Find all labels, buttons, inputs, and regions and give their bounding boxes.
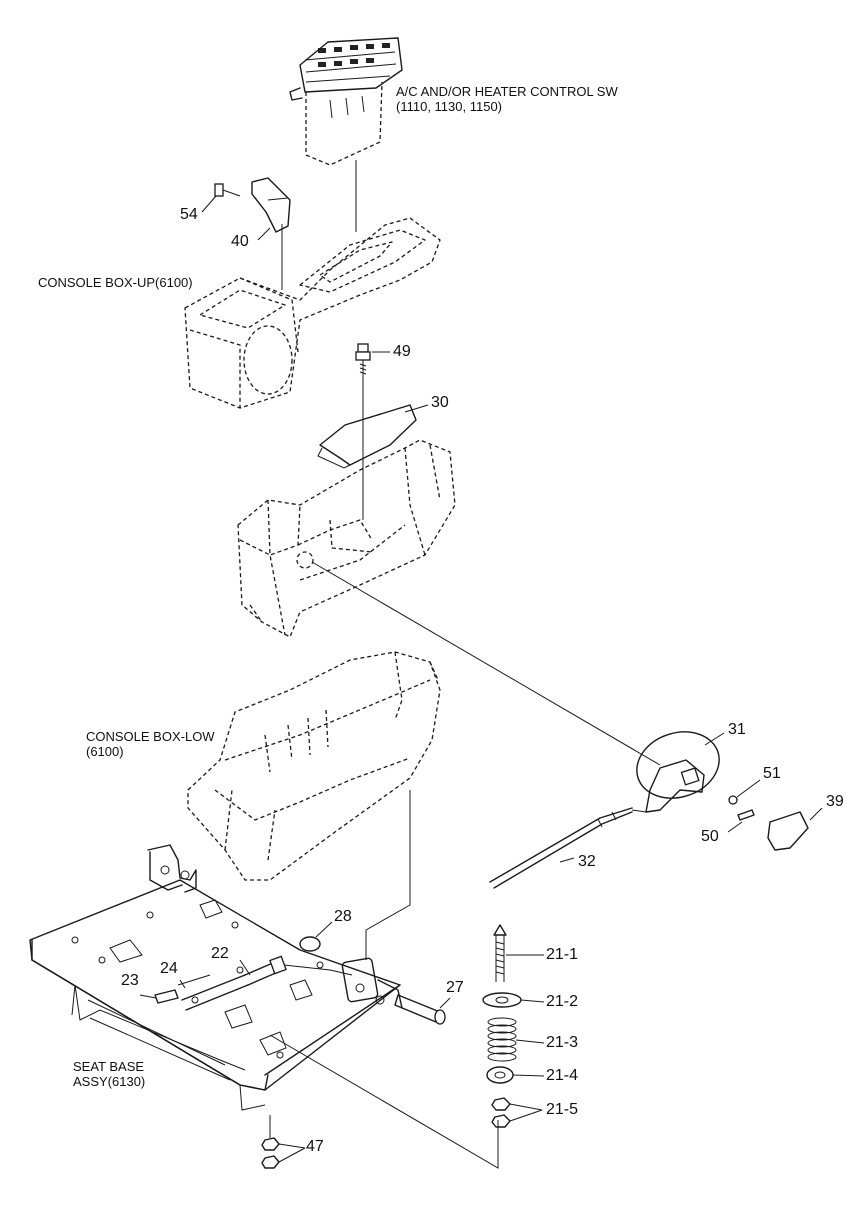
console-box-low-caption-line2: (6100): [86, 743, 124, 759]
console-low-leader: [365, 790, 411, 960]
rod-part-32: [489, 807, 633, 889]
part-number-54: 54: [180, 206, 198, 223]
lever-part-31: [631, 731, 720, 813]
screw-part-50: [737, 809, 755, 821]
lever-assembly-leader: [311, 561, 661, 766]
nuts-part-21-5: [491, 1097, 511, 1128]
part-number-40: 40: [231, 233, 249, 250]
part-number-21-3: 21-3: [546, 1034, 579, 1051]
part-number-30: 30: [431, 394, 449, 411]
seat-base-leader: [269, 1034, 499, 1169]
part-number-27: 27: [446, 979, 464, 996]
part-number-32: 32: [578, 853, 596, 870]
cap-part-39: [767, 811, 809, 851]
cover-part-30: [317, 404, 417, 469]
part-number-21-2: 21-2: [546, 993, 579, 1010]
console-box-low-caption: CONSOLE BOX-LOW(6100): [86, 729, 215, 760]
seat-base-caption-line1: SEAT BASE: [73, 1059, 145, 1074]
part-number-49: 49: [393, 343, 411, 360]
screw-part-49: [355, 343, 371, 520]
part-number-51: 51: [763, 765, 781, 782]
console-knob-part-40: [251, 177, 291, 233]
part-number-47: 47: [306, 1138, 324, 1155]
bolt-part-21-1: [493, 924, 507, 982]
part-number-24: 24: [160, 960, 178, 977]
seat-base-caption-line2: ASSY(6130): [73, 1073, 146, 1089]
nut-part-21-4: [486, 1066, 514, 1084]
spring-part-21-3: [487, 1017, 517, 1062]
console-box-upper: [184, 217, 441, 409]
pin-part-24: [177, 974, 211, 986]
ac-switch-caption-line2: (1110, 1130, 1150): [396, 98, 503, 114]
part-number-31: 31: [728, 721, 746, 738]
console-box-low-caption-line1: CONSOLE BOX-LOW: [86, 729, 215, 744]
part-number-28: 28: [334, 908, 352, 925]
console-box-lower: [187, 651, 441, 881]
part-number-22: 22: [211, 945, 229, 962]
part-number-50: 50: [701, 828, 719, 845]
pin-part-23: [154, 989, 179, 1004]
ac-heater-control-switch: [289, 37, 403, 166]
part-number-21-1: 21-1: [546, 946, 579, 963]
ring-part-28: [299, 936, 321, 952]
pin-part-27: [394, 994, 446, 1025]
callout-leaders: [139, 195, 823, 1163]
part-number-23: 23: [121, 972, 139, 989]
console-box-up-caption: CONSOLE BOX-UP(6100): [38, 275, 193, 290]
nuts-part-47: [261, 1115, 280, 1169]
washer-part-21-2: [482, 992, 522, 1008]
ac-switch-caption: A/C AND/OR HEATER CONTROL SW(1110, 1130,…: [396, 84, 618, 115]
seat-base-assembly: [29, 844, 403, 1111]
part-number-21-5: 21-5: [546, 1101, 579, 1118]
part-number-39: 39: [826, 793, 844, 810]
console-bracket-frame: [237, 439, 456, 638]
washer-part-51: [728, 795, 738, 805]
ac-switch-caption-line1: A/C AND/OR HEATER CONTROL SW: [396, 84, 618, 99]
part-number-21-4: 21-4: [546, 1067, 579, 1084]
screw-part-54: [214, 183, 241, 197]
gas-spring-part-22: [181, 955, 353, 1011]
